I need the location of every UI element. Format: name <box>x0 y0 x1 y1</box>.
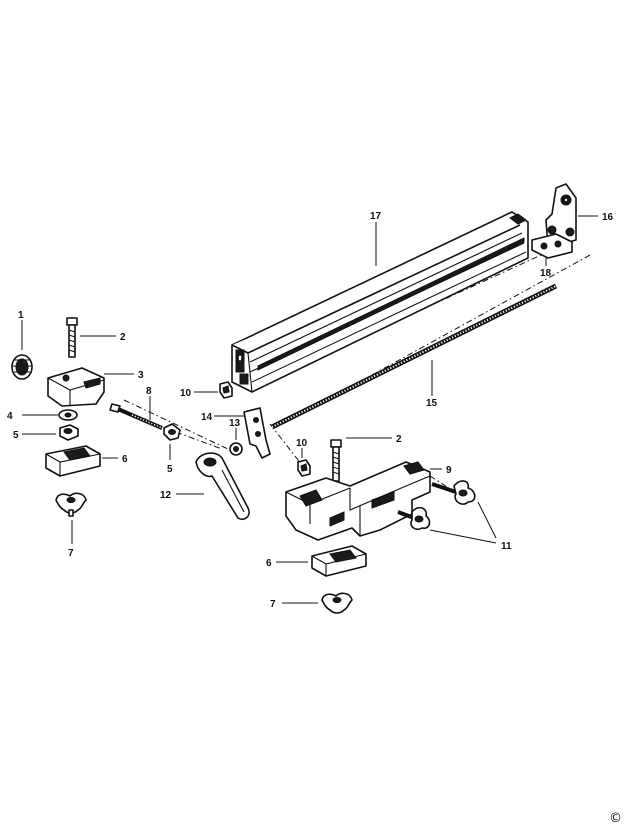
callout-7b: 7 <box>270 599 276 610</box>
square-nut-upper <box>219 381 233 399</box>
callout-7a: 7 <box>68 548 74 559</box>
hex-nut-left <box>59 424 79 441</box>
bolt-middle <box>330 439 342 482</box>
callout-8: 8 <box>146 386 152 397</box>
long-screw <box>109 403 163 430</box>
angle-bracket <box>243 407 271 459</box>
fence-extrusion <box>231 211 529 393</box>
callout-17: 17 <box>370 211 382 222</box>
hex-nut-right <box>163 423 181 441</box>
callout-18: 18 <box>540 268 552 279</box>
lever-handle <box>195 452 250 521</box>
small-washer <box>229 442 243 456</box>
callout-10b: 10 <box>296 438 308 449</box>
callout-14: 14 <box>201 412 213 423</box>
wing-bolt-lower <box>397 506 431 531</box>
callout-15: 15 <box>426 398 438 409</box>
alignment-lines <box>123 239 591 493</box>
callout-12: 12 <box>160 490 172 501</box>
callout-2b: 2 <box>396 434 402 445</box>
clamp-plate <box>531 233 573 259</box>
knurled-nut <box>11 354 33 380</box>
star-knob-bottom <box>321 592 353 614</box>
slide-block <box>47 367 105 407</box>
wing-bolt-upper <box>431 480 476 505</box>
threaded-rod <box>270 283 558 430</box>
bolt-left <box>66 317 78 358</box>
callout-9: 9 <box>446 465 452 476</box>
square-nut-lower <box>297 459 311 477</box>
callout-5b: 5 <box>167 464 173 475</box>
callout-13: 13 <box>229 418 241 429</box>
washer <box>58 409 78 421</box>
callout-4: 4 <box>7 411 13 422</box>
callout-3: 3 <box>138 370 144 381</box>
callout-2a: 2 <box>120 332 126 343</box>
leader-lines <box>21 215 598 604</box>
callout-1: 1 <box>18 310 24 321</box>
callout-5a: 5 <box>13 430 19 441</box>
copyright-mark: © <box>609 811 622 826</box>
clamp-pad-left <box>45 445 101 477</box>
callout-11: 11 <box>501 541 512 552</box>
callout-10a: 10 <box>180 388 192 399</box>
callout-6a: 6 <box>122 454 128 465</box>
callout-labels: 1 2 3 4 5 6 7 8 5 10 13 14 12 2 10 9 11 … <box>7 211 614 610</box>
clamp-pad-bottom <box>311 545 367 577</box>
callout-16: 16 <box>602 212 614 223</box>
star-knob-left <box>55 492 87 517</box>
callout-6b: 6 <box>266 558 272 569</box>
